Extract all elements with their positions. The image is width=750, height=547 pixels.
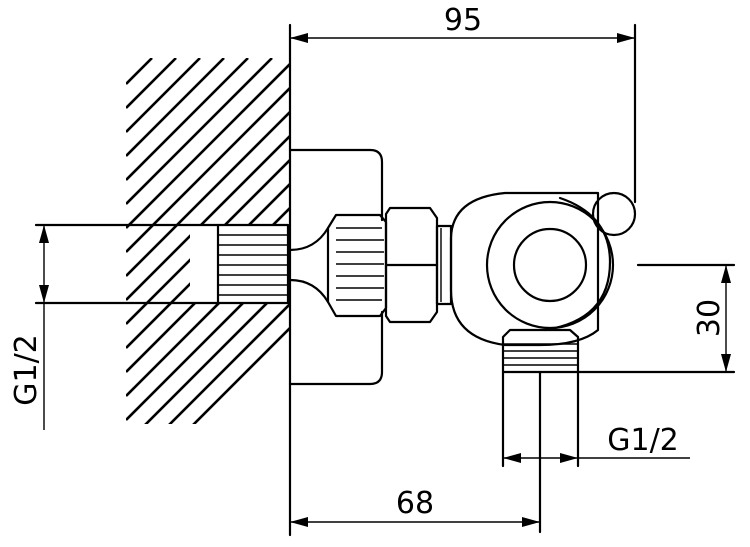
dimension-inlet-thread-label: G1/2 [9,334,44,406]
dimension-outlet-thread: G1/2 [503,423,690,463]
inlet-thread-lines [34,223,220,305]
valve-spindle-outer [485,200,615,330]
dimension-inlet-thread: G1/2 [9,225,49,430]
outlet-extension-lines [501,370,580,534]
hex-nut [384,206,439,324]
union-thread [326,213,388,318]
cover-rosette [288,148,384,386]
threaded-nipple [216,223,290,305]
dimension-68: 68 [290,486,540,527]
outlet-thread [501,328,580,374]
dimension-95-label: 95 [444,3,482,38]
dimension-95: 95 [290,3,637,204]
dimension-outlet-thread-label: G1/2 [607,423,679,458]
dimension-30: 30 [576,263,736,374]
valve-body [449,191,615,347]
wall-section [126,23,292,537]
dimension-68-label: 68 [396,486,434,521]
connector-neck [288,226,330,304]
wall-hatching [126,58,290,424]
dimension-30-label: 30 [692,299,727,337]
handle-knob [591,191,637,237]
coupling [435,224,453,306]
valve-spindle-inner [512,227,588,303]
